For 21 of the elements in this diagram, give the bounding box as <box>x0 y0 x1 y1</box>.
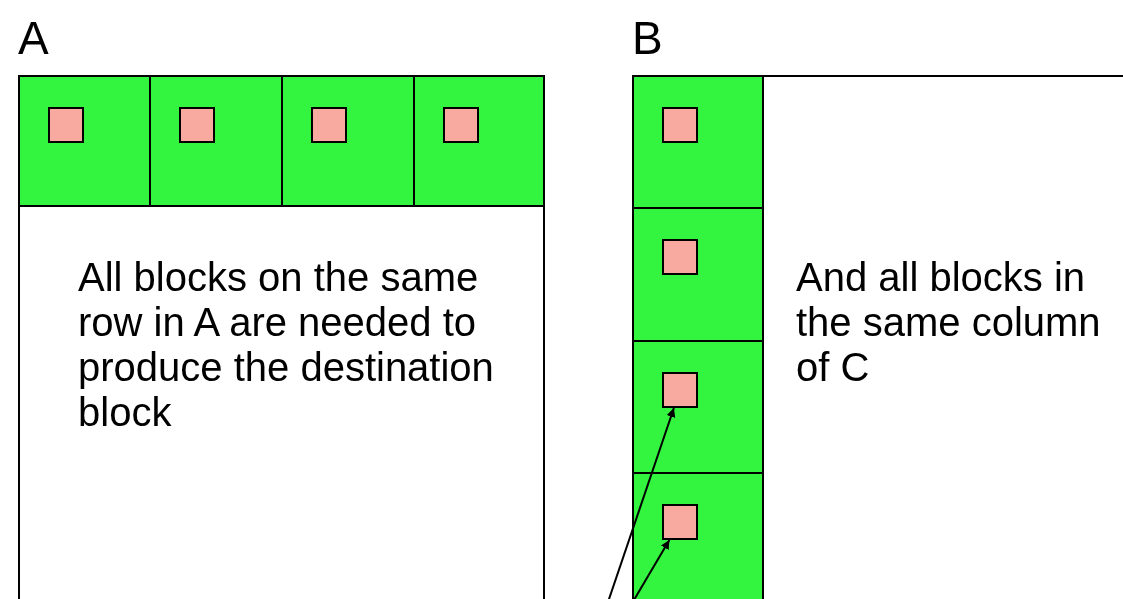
element-square <box>311 107 347 143</box>
matrix-block <box>632 340 764 474</box>
annotation-text: All blocks on the same row in A are needed to produce the destination block <box>78 255 495 435</box>
matrix-block <box>632 75 764 209</box>
element-square <box>662 504 698 540</box>
arrow <box>606 407 676 599</box>
matrix-block <box>149 75 283 207</box>
element-square <box>662 372 698 408</box>
element-square <box>179 107 215 143</box>
matrix-label: B <box>632 11 663 66</box>
matrix-block <box>632 207 764 342</box>
matrix-block <box>18 75 151 207</box>
matrix-label: A <box>18 11 49 66</box>
matrix-block <box>281 75 415 207</box>
matrix-block <box>413 75 545 207</box>
matrix-block <box>632 472 764 599</box>
element-square <box>48 107 84 143</box>
annotation-text: And all blocks in the same column of C <box>796 255 1102 390</box>
element-square <box>662 239 698 275</box>
element-square <box>662 107 698 143</box>
element-square <box>443 107 479 143</box>
